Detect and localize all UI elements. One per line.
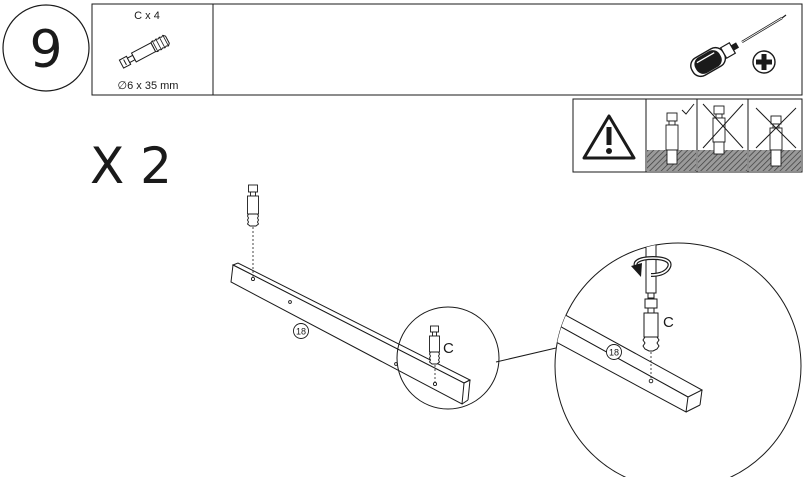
too-deep-icon [749, 107, 801, 171]
detail-circle-small [396, 306, 500, 410]
depth-guide-panel [572, 98, 803, 173]
part-number-18: 18 [293, 323, 309, 339]
cam-dowel-zoomed [642, 298, 660, 378]
screwdriver-icon [690, 14, 787, 78]
zoom-detail-circle [554, 242, 802, 477]
cam-dowel-icon [118, 34, 170, 69]
zoom-part-number-18: 18 [606, 344, 622, 360]
parts-box: C x 4 ∅6 x 35 mm [118, 10, 179, 92]
parts-size-label: ∅6 x 35 mm [118, 80, 179, 92]
parts-quantity-label: C x 4 [134, 10, 160, 22]
phillips-head-icon [752, 50, 776, 74]
cam-dowel-callout [428, 325, 441, 382]
correct-depth-icon [647, 103, 696, 171]
step-number-badge: 9 [2, 4, 90, 92]
step-number: 9 [29, 20, 62, 80]
multiplier-label: X 2 [90, 137, 172, 195]
zoom-part-number-text: 18 [609, 348, 619, 358]
rotate-arrow-icon [631, 255, 672, 277]
part-number-text: 18 [296, 327, 306, 337]
warning-triangle-icon [582, 114, 636, 160]
board-18 [230, 262, 472, 405]
zoom-callout-letter: C [663, 314, 674, 331]
cam-dowel-left [246, 184, 260, 277]
callout-letter: C [443, 340, 454, 357]
zoom-connector-line [495, 347, 557, 363]
header-panel [91, 3, 803, 96]
too-shallow-icon [698, 103, 747, 171]
